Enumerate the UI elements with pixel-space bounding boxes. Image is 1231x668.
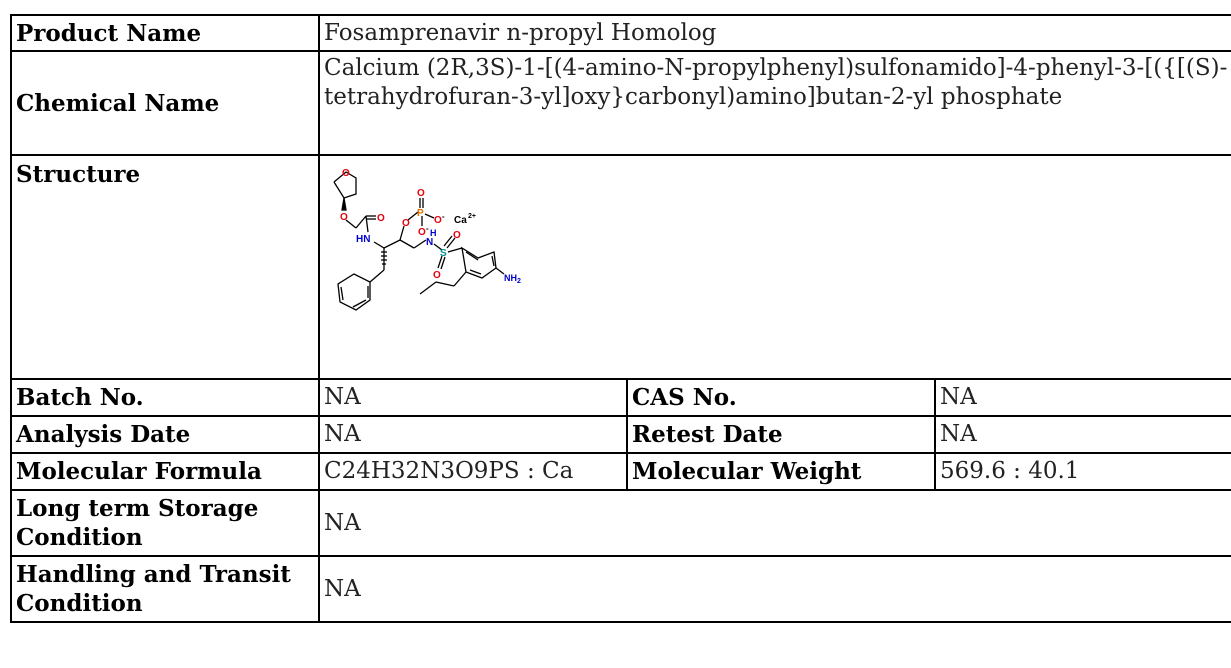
row-structure: Structure <box>10 154 1231 380</box>
atom-o-s-up: O <box>453 230 461 241</box>
analysis-date-label: Analysis Date <box>10 415 320 454</box>
batch-no-label: Batch No. <box>10 378 320 417</box>
atom-o-bottom: O <box>418 227 426 238</box>
atom-o-right-charge: - <box>442 212 445 221</box>
atom-hn: HN <box>356 234 370 245</box>
atom-ca: Ca <box>454 215 467 226</box>
molecular-formula-label: Molecular Formula <box>10 452 320 491</box>
cas-no-label: CAS No. <box>626 378 936 417</box>
atom-n-sulfonamide: N <box>426 237 433 248</box>
product-spec-table: Product Name Fosamprenavir n-propyl Homo… <box>10 14 1231 623</box>
row-handling-transit: Handling and Transit Condition NA <box>10 555 1231 623</box>
molecular-weight-label: Molecular Weight <box>626 452 936 491</box>
atom-h-sulfonamide: H <box>430 228 437 238</box>
atom-o-ring: O <box>342 168 350 179</box>
atom-o-right: O <box>434 215 442 226</box>
analysis-date-value: NA <box>318 415 628 454</box>
molecular-formula-value: C24H32N3O9PS : Ca <box>318 452 628 491</box>
handling-transit-label: Handling and Transit Condition <box>10 555 320 623</box>
handling-transit-value: NA <box>317 555 1231 623</box>
long-term-storage-label: Long term Storage Condition <box>10 489 320 557</box>
structure-cell: O O O HN O P O O - O - Ca 2+ H N S O <box>317 154 1231 380</box>
row-product-name: Product Name Fosamprenavir n-propyl Homo… <box>10 14 1231 52</box>
atom-o-top: O <box>417 188 425 199</box>
row-chemical-name: Chemical Name Calcium (2R,3S)-1-[(4-amin… <box>10 50 1231 156</box>
molecular-weight-value: 569.6 : 40.1 <box>933 452 1231 491</box>
batch-no-value: NA <box>318 378 628 417</box>
atom-p: P <box>417 208 424 219</box>
chemical-name-value: Calcium (2R,3S)-1-[(4-amino-N-propylphen… <box>317 50 1231 156</box>
retest-date-label: Retest Date <box>626 415 936 454</box>
atom-ca-charge: 2+ <box>468 213 476 220</box>
row-dates: Analysis Date NA Retest Date NA <box>10 415 1231 454</box>
atom-o-ester: O <box>340 212 348 223</box>
product-name-value: Fosamprenavir n-propyl Homolog <box>317 14 1231 52</box>
row-long-term-storage: Long term Storage Condition NA <box>10 489 1231 557</box>
retest-date-value: NA <box>933 415 1231 454</box>
atom-nh2: NH2 <box>504 273 521 285</box>
long-term-storage-value: NA <box>317 489 1231 557</box>
row-formula: Molecular Formula C24H32N3O9PS : Ca Mole… <box>10 452 1231 491</box>
chemical-name-label: Chemical Name <box>10 50 320 156</box>
structure-image: O O O HN O P O O - O - Ca 2+ H N S O <box>333 168 521 311</box>
atom-o-carbonyl: O <box>377 213 385 224</box>
atom-o-s-down: O <box>433 270 441 281</box>
product-name-label: Product Name <box>10 14 320 52</box>
atom-s: S <box>440 248 447 259</box>
structure-label: Structure <box>10 154 320 380</box>
atom-o-bottom-charge: - <box>426 224 429 233</box>
atom-o-phos: O <box>402 218 410 229</box>
row-batch: Batch No. NA CAS No. NA <box>10 378 1231 417</box>
cas-no-value: NA <box>933 378 1231 417</box>
